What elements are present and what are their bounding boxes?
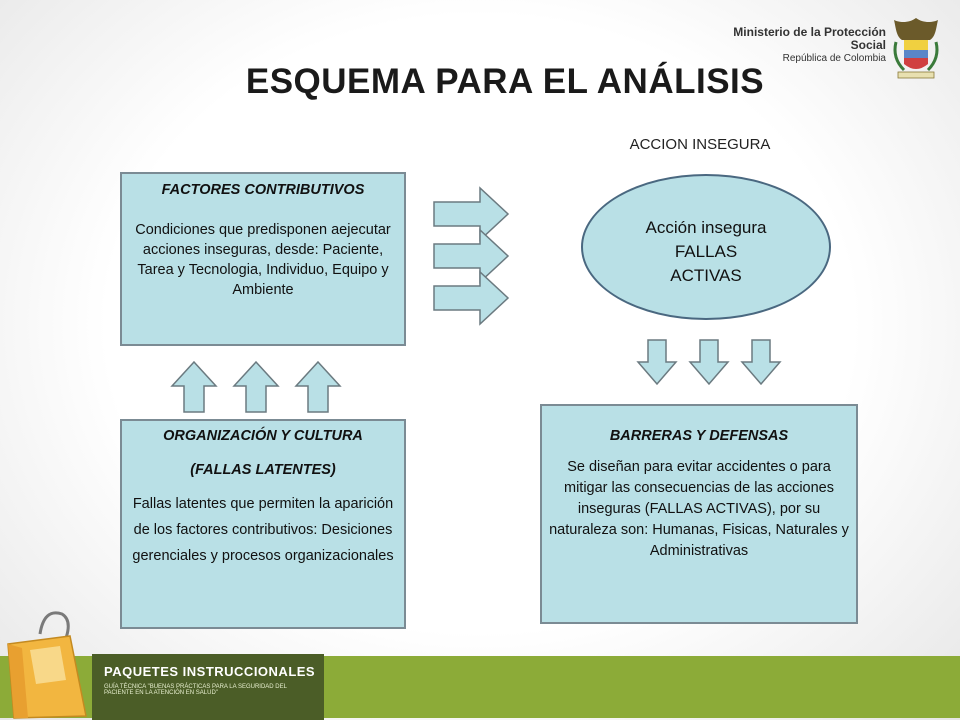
arrow-up-icon [170, 360, 218, 413]
arrow-down-icon [740, 339, 782, 386]
ministry-name: Ministerio de la Protección Social [733, 25, 886, 52]
barreras-body: Se diseñan para evitar accidentes o para… [549, 459, 849, 559]
organizacion-box: ORGANIZACIÓN Y CULTURA (FALLAS LATENTES)… [120, 419, 406, 629]
footer-logo-panel [92, 654, 324, 720]
organizacion-heading: ORGANIZACIÓN Y CULTURA [163, 428, 363, 444]
ministry-country: República de Colombia [782, 53, 886, 64]
footer-title: PAQUETES INSTRUCCIONALES [104, 664, 316, 679]
right-arrows-group [433, 186, 510, 326]
factores-box: FACTORES CONTRIBUTIVOS Condiciones que p… [120, 172, 406, 346]
organizacion-body: Fallas latentes que permiten la aparició… [132, 496, 394, 564]
down-arrows-group [636, 339, 782, 386]
ministry-logo: Ministerio de la Protección Social Repúb… [722, 26, 886, 65]
arrow-up-icon [294, 360, 342, 413]
arrow-right-icon [433, 270, 510, 326]
factores-heading: FACTORES CONTRIBUTIVOS [161, 182, 365, 198]
organizacion-subheading: (FALLAS LATENTES) [190, 462, 336, 478]
barreras-heading: BARRERAS Y DEFENSAS [609, 428, 789, 444]
up-arrows-group [170, 360, 342, 413]
arrow-down-icon [636, 339, 678, 386]
diagram-caption: ACCION INSEGURA [629, 136, 771, 153]
accion-line-1: Acción insegura [645, 218, 767, 237]
accion-line-3: ACTIVAS [670, 266, 742, 285]
barreras-box: BARRERAS Y DEFENSAS Se diseñan para evit… [540, 404, 858, 624]
arrow-right-icon [433, 186, 510, 242]
accion-insegura-ellipse: Acción insegura FALLAS ACTIVAS [581, 174, 831, 320]
arrow-right-icon [433, 228, 510, 284]
shopping-bag-icon [7, 611, 87, 719]
page-title: ESQUEMA PARA EL ANÁLISIS [245, 62, 765, 101]
coat-of-arms-icon [893, 18, 939, 79]
accion-line-2: FALLAS [674, 242, 738, 261]
arrow-up-icon [232, 360, 280, 413]
arrow-down-icon [688, 339, 730, 386]
factores-body: Condiciones que predisponen aejecutar ac… [135, 222, 391, 298]
footer-subtitle: GUÍA TÉCNICA "BUENAS PRÁCTICAS PARA LA S… [104, 684, 287, 696]
